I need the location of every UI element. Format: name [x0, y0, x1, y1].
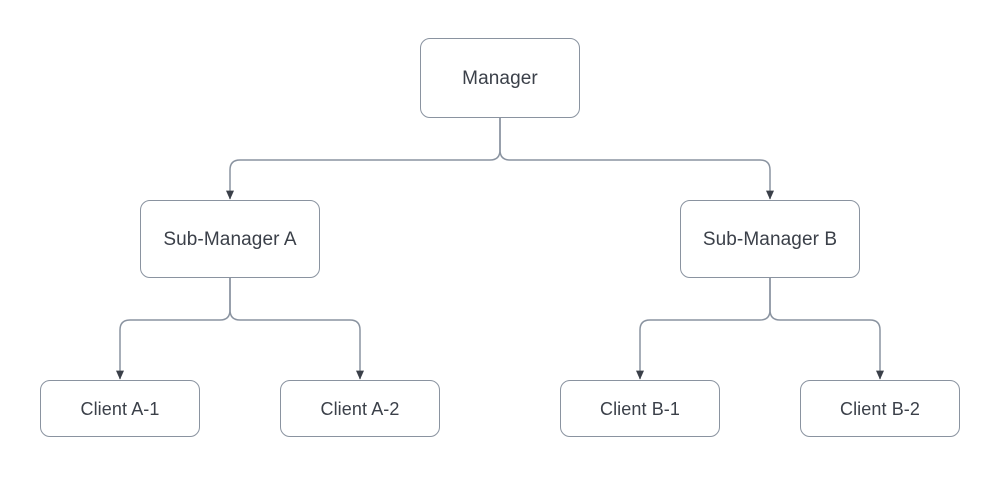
edge-manager-to-submanager-b [499, 118, 774, 200]
node-manager[interactable]: Manager [420, 38, 580, 118]
node-client-b1[interactable]: Client B-1 [560, 380, 720, 437]
node-client-a1[interactable]: Client A-1 [40, 380, 200, 437]
node-submanager-a[interactable]: Sub-Manager A [140, 200, 320, 278]
edge-submanager-b-to-client-b1 [636, 278, 771, 380]
node-client-b2[interactable]: Client B-2 [800, 380, 960, 437]
node-client-a2[interactable]: Client A-2 [280, 380, 440, 437]
edge-submanager-a-to-client-a1 [116, 278, 231, 380]
edge-submanager-b-to-client-b2 [769, 278, 884, 380]
node-label: Client A-1 [80, 398, 160, 419]
node-label: Client B-2 [839, 398, 921, 419]
edge-submanager-a-to-client-a2 [229, 278, 364, 380]
edge-manager-to-submanager-a [226, 118, 501, 200]
node-submanager-b[interactable]: Sub-Manager B [680, 200, 860, 278]
node-label: Client B-1 [599, 398, 681, 419]
node-label: Client A-2 [320, 398, 400, 419]
node-label: Manager [462, 67, 538, 89]
node-label: Sub-Manager A [163, 228, 297, 250]
node-label: Sub-Manager B [702, 228, 838, 250]
